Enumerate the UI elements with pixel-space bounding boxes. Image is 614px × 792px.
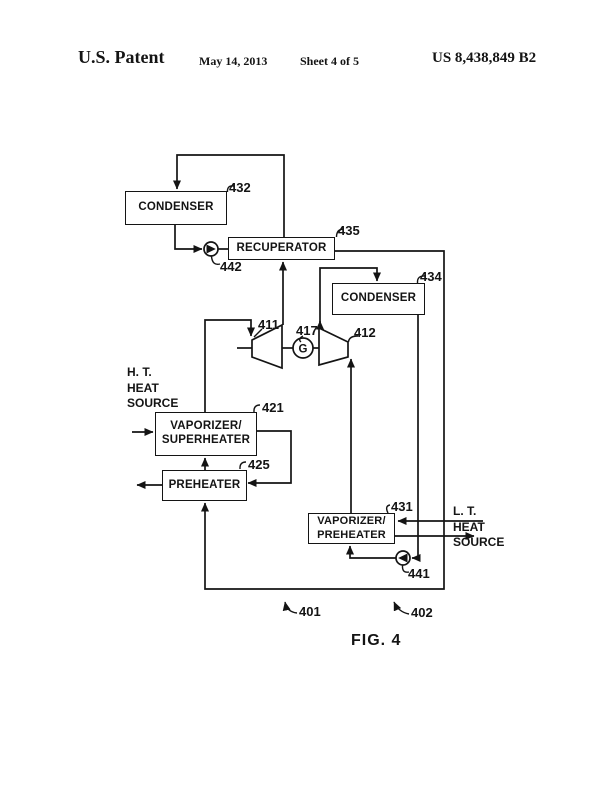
leader-402 — [393, 601, 410, 615]
ref-label-411: 411 — [258, 317, 279, 332]
patent-header-number: US 8,438,849 B2 — [432, 50, 537, 66]
ref-label-401: 401 — [299, 604, 321, 619]
box-recuperator-435: RECUPERATOR — [228, 237, 335, 260]
box-vp-431-line1: VAPORIZER/ — [317, 515, 386, 528]
pump-442-impeller — [206, 244, 216, 254]
pipe-vaporizer-superheater-to-turbine411 — [204, 319, 255, 412]
ref-label-421: 421 — [262, 400, 284, 415]
box-preheater-425: PREHEATER — [162, 470, 247, 501]
generator-417 — [292, 337, 314, 359]
box-condenser-432: CONDENSER — [125, 191, 227, 225]
pipe-vaporizer-superheater-to-preheater-hs — [247, 430, 292, 487]
patent-header-title: U.S. Patent — [78, 47, 165, 67]
lt-heat-source-note: L. T. HEAT SOURCE — [453, 504, 504, 551]
lt-note-line2: HEAT — [453, 519, 485, 534]
box-condenser-434-label: CONDENSER — [340, 292, 417, 305]
turbine-411 — [251, 323, 283, 370]
box-vp-431-line2: PREHEATER — [317, 528, 386, 541]
leader-412 — [347, 335, 359, 343]
pipe-turbine412-to-condenser434 — [319, 267, 381, 328]
ht-heat-source-note: H. T. HEAT SOURCE — [127, 365, 178, 412]
pipe-condenser432-to-pump442 — [174, 225, 203, 253]
ref-label-435: 435 — [338, 223, 360, 238]
turbine-412 — [318, 326, 349, 367]
leader-425 — [239, 461, 247, 470]
leader-442 — [210, 256, 221, 266]
box-vaporizer-superheater-421: VAPORIZER/ SUPERHEATER — [155, 412, 257, 456]
ht-note-line1: H. T. — [127, 365, 152, 379]
leader-417 — [298, 335, 304, 343]
leader-435 — [335, 228, 345, 238]
ref-label-425: 425 — [248, 457, 270, 472]
pipe-recuperator-to-preheater-return — [201, 250, 445, 590]
ref-label-432: 432 — [229, 180, 251, 195]
ref-label-441: 441 — [408, 566, 430, 581]
leader-401 — [282, 601, 298, 614]
box-vs-421-line2: SUPERHEATER — [161, 434, 251, 446]
pipe-pump441-to-vaporizer-preheater — [346, 545, 396, 559]
pump-441-impeller — [398, 553, 408, 563]
leader-411 — [253, 328, 263, 338]
leader-434 — [416, 275, 427, 284]
leader-432 — [226, 185, 235, 193]
ref-label-417: 417 — [296, 323, 318, 338]
ref-label-412: 412 — [354, 325, 376, 340]
leader-431 — [385, 504, 391, 514]
patent-header-date: May 14, 2013 — [199, 54, 268, 68]
box-vs-421-line1: VAPORIZER/ — [170, 420, 242, 433]
pipe-condenser434-to-pump441 — [411, 315, 421, 562]
lt-note-line1: L. T. — [453, 504, 477, 518]
lt-note-line3: SOURCE — [453, 535, 505, 549]
box-condenser-434: CONDENSER — [332, 283, 425, 315]
box-preheater-425-label: PREHEATER — [168, 478, 241, 491]
patent-header-sheet: Sheet 4 of 5 — [300, 54, 359, 68]
ref-label-442: 442 — [220, 259, 242, 274]
ref-label-402: 402 — [411, 605, 433, 620]
generator-letter: G — [299, 344, 308, 356]
box-vaporizer-preheater-431: VAPORIZER/ PREHEATER — [308, 513, 395, 544]
pipe-recuperator-to-condenser432 — [173, 154, 285, 237]
leader-441 — [401, 565, 410, 573]
box-condenser-432-label: CONDENSER — [138, 201, 214, 214]
ref-label-434: 434 — [420, 269, 442, 284]
box-recuperator-435-label: RECUPERATOR — [236, 241, 327, 254]
ht-note-line2: HEAT — [127, 380, 159, 395]
ht-note-line3: SOURCE — [127, 396, 179, 410]
figure-caption: FIG. 4 — [351, 632, 402, 649]
leader-421 — [253, 404, 261, 413]
ref-label-431: 431 — [391, 499, 413, 514]
